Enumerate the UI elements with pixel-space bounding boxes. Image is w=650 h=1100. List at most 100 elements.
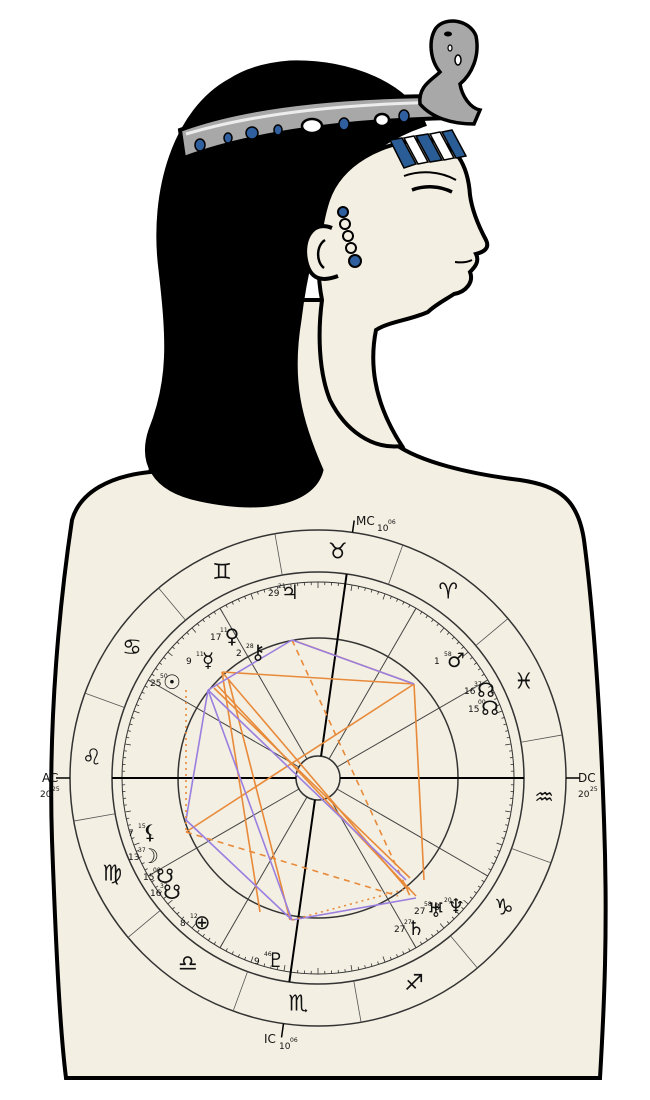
degree-tick xyxy=(176,911,180,915)
saturn-icon: ♄ xyxy=(407,916,425,940)
degree-tick xyxy=(419,941,423,945)
degree-tick xyxy=(439,923,445,929)
true-node-icon: ☊ xyxy=(481,696,499,720)
degree-tick xyxy=(491,691,495,694)
sign-divider xyxy=(73,813,116,822)
fortune-icon: ⊕ xyxy=(194,910,211,934)
degree-tick xyxy=(202,619,205,623)
degree-tick xyxy=(191,923,197,929)
degree-tick xyxy=(481,673,485,677)
degree-tick xyxy=(377,961,379,965)
planet-degree: 27 xyxy=(394,925,405,935)
degree-tick xyxy=(155,885,159,888)
degree-tick xyxy=(469,657,473,660)
sign-divider xyxy=(232,971,248,1012)
degree-tick xyxy=(396,954,399,958)
svg-text:DC: DC xyxy=(578,771,596,785)
degree-tick xyxy=(231,951,234,955)
degree-tick xyxy=(439,627,445,633)
degree-tick xyxy=(181,916,185,920)
degree-tick xyxy=(461,646,464,650)
degree-tick xyxy=(408,948,411,952)
planet-pluto: ♇946 xyxy=(254,948,285,972)
house-cusp-line xyxy=(148,788,300,877)
zodiac-sign-icon: ♓ xyxy=(514,670,534,695)
degree-tick xyxy=(461,906,464,910)
degree-tick xyxy=(167,899,173,905)
degree-tick xyxy=(129,723,133,726)
degree-tick xyxy=(389,596,392,600)
degree-tick xyxy=(159,891,163,894)
house-cusp-line xyxy=(336,679,488,768)
degree-tick xyxy=(436,623,439,627)
svg-text:IC: IC xyxy=(264,1032,276,1046)
degree-tick xyxy=(456,641,460,645)
degree-tick xyxy=(213,611,217,615)
planet-degree: 8 xyxy=(180,919,186,929)
degree-tick xyxy=(186,921,190,924)
planet-degree: 25 xyxy=(150,679,161,689)
planet-minute: 37 xyxy=(474,681,482,688)
degree-tick xyxy=(382,956,386,963)
planet-degree: 15 xyxy=(143,873,154,883)
planet-degree: 16 xyxy=(150,889,162,899)
cobra-icon xyxy=(418,19,483,126)
degree-tick xyxy=(172,646,175,650)
degree-tick xyxy=(501,837,505,839)
planet-minute: 00 xyxy=(478,699,486,706)
svg-text:MC: MC xyxy=(356,514,375,528)
degree-tick xyxy=(138,697,142,700)
planet-degree: 27 xyxy=(414,907,425,917)
degree-tick xyxy=(496,704,500,707)
degree-tick xyxy=(202,933,205,937)
planet-minute: 12 xyxy=(190,913,198,920)
degree-tick xyxy=(496,842,503,846)
aspect-line xyxy=(291,639,411,897)
planet-minute: 37 xyxy=(160,883,168,890)
degree-tick xyxy=(276,966,279,970)
degree-tick xyxy=(425,937,428,941)
degree-tick xyxy=(370,589,373,593)
zodiac-sign-icon: ♋ xyxy=(122,635,142,660)
degree-tick xyxy=(172,906,175,910)
planet-degree: 2 xyxy=(236,649,242,659)
degree-tick xyxy=(506,817,510,820)
degree-tick xyxy=(370,963,373,967)
planet-degree: 16 xyxy=(464,687,476,697)
planet-mercury: ☿911 xyxy=(186,648,214,672)
degree-tick xyxy=(425,615,428,619)
degree-tick xyxy=(237,954,240,958)
zodiac-sign-icon: ♉ xyxy=(328,539,348,564)
degree-tick xyxy=(283,965,286,972)
planet-minute: 58 xyxy=(424,901,432,908)
sign-divider xyxy=(274,533,283,576)
planet-degree: 9 xyxy=(186,657,192,667)
degree-tick xyxy=(473,891,477,894)
degree-tick xyxy=(357,966,360,970)
svg-text:10: 10 xyxy=(377,524,389,534)
planet-neptune: ♆820 xyxy=(434,894,465,918)
degree-tick xyxy=(505,824,509,826)
degree-tick xyxy=(136,704,140,707)
degree-tick xyxy=(350,584,353,591)
degree-tick xyxy=(208,937,211,941)
degree-tick xyxy=(131,717,135,719)
degree-tick xyxy=(186,632,190,635)
house-cusp-line xyxy=(288,799,316,983)
degree-tick xyxy=(263,963,266,967)
degree-tick xyxy=(436,929,439,933)
degree-tick xyxy=(496,849,500,852)
degree-tick xyxy=(129,830,133,833)
astrology-chart: ♈♉♊♋♌♍♎♏♐♑♒♓ ♃2921♀1711⚷228☿911☉2550♂158… xyxy=(40,514,598,1052)
degree-tick xyxy=(176,641,180,645)
planet-degree: 1 xyxy=(434,657,440,667)
degree-tick xyxy=(237,598,240,602)
planet-minute: 28 xyxy=(246,643,254,650)
sign-divider xyxy=(475,618,509,646)
degree-tick xyxy=(408,604,411,608)
degree-tick xyxy=(208,615,211,619)
zodiac-sign-icon: ♌ xyxy=(82,746,102,771)
